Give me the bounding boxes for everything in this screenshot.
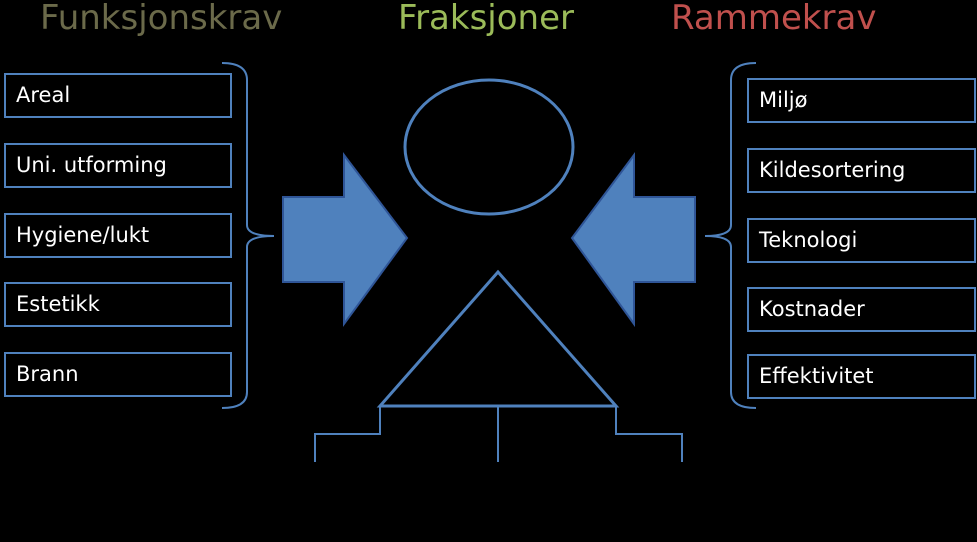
heading-funksjonskrav: Funksjonskrav bbox=[40, 0, 283, 38]
right-item-kildesortering: Kildesortering bbox=[747, 148, 976, 193]
right-item-teknologi: Teknologi bbox=[747, 218, 976, 263]
left-item-uni-utforming: Uni. utforming bbox=[4, 143, 232, 188]
left-item-estetikk: Estetikk bbox=[4, 282, 232, 327]
right-item-effektivitet: Effektivitet bbox=[747, 354, 976, 399]
right-item-kostnader: Kostnader bbox=[747, 287, 976, 332]
branch-lines bbox=[314, 406, 683, 462]
left-brace bbox=[221, 62, 275, 409]
fraction-triangle bbox=[376, 269, 620, 408]
fraction-ellipse bbox=[403, 78, 575, 216]
heading-rammekrav: Rammekrav bbox=[671, 0, 877, 38]
left-item-areal: Areal bbox=[4, 73, 232, 118]
right-item-miljo: Miljø bbox=[747, 78, 976, 123]
heading-fraksjoner: Fraksjoner bbox=[398, 0, 574, 38]
left-arrow bbox=[282, 152, 409, 328]
right-brace bbox=[704, 62, 757, 409]
left-item-hygiene-lukt: Hygiene/lukt bbox=[4, 213, 232, 258]
left-item-brann: Brann bbox=[4, 352, 232, 397]
right-arrow bbox=[570, 151, 696, 328]
